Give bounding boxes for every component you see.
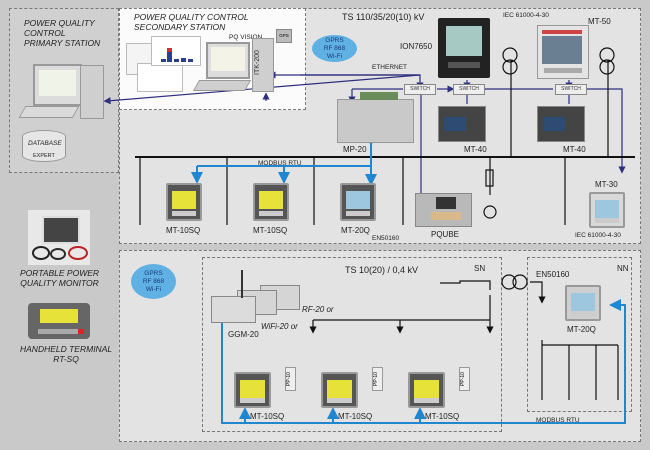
pp10-module-2: PP-10 bbox=[372, 367, 383, 391]
hv-modbus-lines bbox=[191, 134, 377, 186]
primary-computer-tower-icon bbox=[80, 65, 104, 119]
database-sub-label: EXPERT bbox=[33, 153, 55, 159]
mt10sq-lv-label-3: MT-10SQ bbox=[425, 412, 460, 421]
secondary-station-title: POWER QUALITY CONTROL SECONDARY STATION bbox=[134, 12, 249, 32]
en50160-label-lv: EN50160 bbox=[536, 270, 570, 279]
mt10sq-lv-meter-2 bbox=[321, 372, 358, 408]
handheld-terminal-label: HANDHELD TERMINAL RT-SQ bbox=[20, 344, 113, 364]
ggm20-module bbox=[211, 296, 256, 323]
itk200-server: ITK-200 bbox=[252, 38, 274, 92]
hv-modbus-label: MODBUS RTU bbox=[258, 160, 302, 167]
hv-substation-title: TS 110/35/20(10) kV bbox=[342, 12, 425, 22]
wifi20-label: WiFi-20 or bbox=[261, 322, 298, 331]
pqube-label: PQUBE bbox=[431, 230, 460, 239]
pp10-label-1: PP-10 bbox=[285, 372, 292, 386]
mt40-label-a: MT-40 bbox=[464, 145, 487, 154]
mt40-meter-b bbox=[537, 106, 585, 142]
keyboard-icon bbox=[18, 106, 80, 118]
rf20-label: RF-20 or bbox=[302, 305, 334, 314]
ion7650-meter bbox=[438, 18, 490, 78]
line-chart-screenshot bbox=[137, 63, 183, 92]
mt10sq-meter-b bbox=[253, 183, 289, 221]
pp10-label-3: PP-10 bbox=[459, 372, 466, 386]
ion7650-label: ION7650 bbox=[400, 42, 433, 51]
mt20q-label-hv: MT-20Q bbox=[341, 226, 370, 235]
ethernet-label: ETHERNET bbox=[372, 64, 408, 71]
primary-monitor-icon bbox=[33, 64, 82, 106]
hv-feeders bbox=[139, 47, 615, 225]
mt20q-meter-lv bbox=[565, 285, 601, 321]
gps-module: GPS bbox=[276, 29, 292, 43]
iec-top-label: IEC 61000-4-30 bbox=[503, 12, 549, 19]
mt30-label: MT-30 bbox=[595, 180, 618, 189]
pqube-device bbox=[415, 193, 472, 227]
mt20q-label-lv: MT-20Q bbox=[567, 325, 596, 334]
mt50-meter bbox=[537, 25, 589, 79]
ethernet-switch-3: SWITCH bbox=[555, 84, 587, 95]
portable-monitor-image bbox=[28, 210, 90, 265]
ggm20-label: GGM-20 bbox=[228, 330, 259, 339]
bar-chart-screenshot bbox=[151, 36, 201, 66]
eth-to-mt30 bbox=[585, 88, 626, 174]
ethernet-switch-2: SWITCH bbox=[453, 84, 485, 95]
mt10sq-lv-label-1: MT-10SQ bbox=[250, 412, 285, 421]
en50160-label-hv: EN50160 bbox=[372, 235, 400, 242]
pq-vision-label: PQ VISION bbox=[229, 34, 263, 41]
lv-wiring bbox=[309, 274, 619, 400]
mt20q-meter-hv bbox=[340, 183, 376, 221]
hv-wireless-cloud: GPRS RF 868 Wi-Fi bbox=[312, 35, 357, 62]
mt40-meter-a bbox=[438, 106, 486, 142]
mt10sq-lv-label-2: MT-10SQ bbox=[338, 412, 373, 421]
pp10-module-3: PP-10 bbox=[459, 367, 470, 391]
mt10sq-meter-a bbox=[166, 183, 202, 221]
itk200-label: ITK-200 bbox=[253, 50, 261, 75]
lv-wireless-cloud: GPRS RF 868 Wi-Fi bbox=[131, 264, 176, 299]
lv-substation-title: TS 10(20) / 0,4 kV bbox=[345, 265, 419, 275]
mt10sq-lv-meter-3 bbox=[408, 372, 445, 408]
mt50-label: MT-50 bbox=[588, 17, 611, 26]
ethernet-switch-1: SWITCH bbox=[404, 84, 436, 95]
eth-drop bbox=[300, 74, 424, 90]
mt30-meter bbox=[589, 192, 625, 228]
pq-vision-monitor-icon bbox=[206, 42, 250, 79]
iec-bottom-label: IEC 61000-4-30 bbox=[575, 232, 621, 239]
mp20-label: MP-20 bbox=[343, 145, 367, 154]
mt10sq-lv-meter-1 bbox=[234, 372, 271, 408]
mt10sq-label-a: MT-10SQ bbox=[166, 226, 201, 235]
database-icon bbox=[22, 130, 66, 162]
mp20-device bbox=[337, 92, 414, 143]
pp10-module-1: PP-10 bbox=[285, 367, 296, 391]
database-label: DATABASE bbox=[28, 140, 62, 147]
lv-modbus-lines bbox=[221, 299, 626, 424]
mt40-label-b: MT-40 bbox=[563, 145, 586, 154]
nn-inner-panel bbox=[527, 257, 632, 412]
antenna-icon bbox=[241, 270, 243, 298]
ts-lv-inner-panel bbox=[202, 257, 502, 432]
lv-substation-panel bbox=[119, 250, 641, 442]
lv-modbus-label: MODBUS RTU bbox=[536, 417, 580, 424]
handheld-terminal-image bbox=[28, 303, 90, 339]
pq-vision-keyboard-icon bbox=[192, 80, 252, 91]
primary-station-title: POWER QUALITY CONTROL PRIMARY STATION bbox=[24, 18, 101, 48]
sn-label: SN bbox=[474, 264, 486, 273]
portable-monitor-label: PORTABLE POWER QUALITY MONITOR bbox=[20, 268, 100, 288]
mt10sq-label-b: MT-10SQ bbox=[253, 226, 288, 235]
pp10-label-2: PP-10 bbox=[372, 372, 379, 386]
nn-label: NN bbox=[617, 264, 629, 273]
